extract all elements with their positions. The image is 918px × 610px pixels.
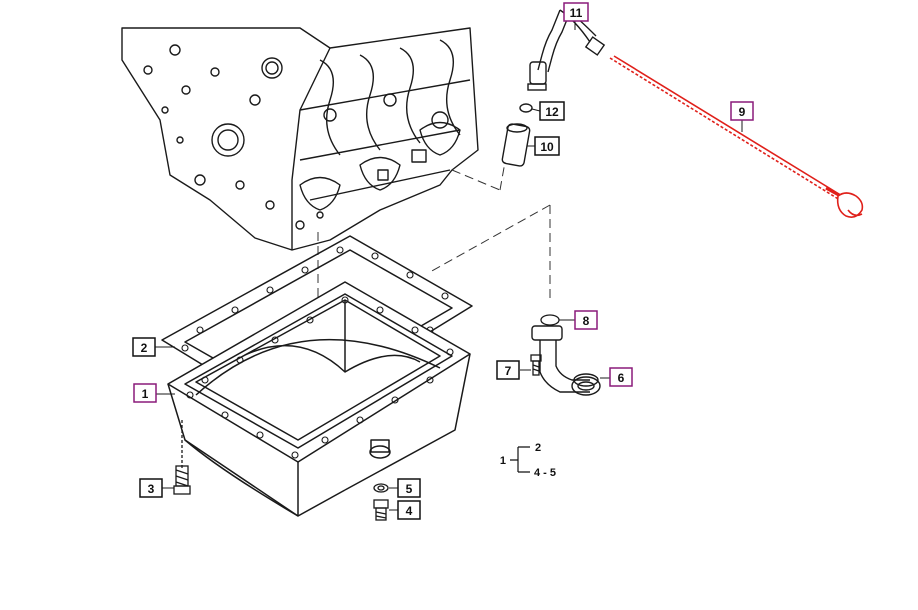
drain-plug-part-4 [373, 499, 389, 521]
callout-label-10: 10 [540, 140, 554, 154]
pan-bolt-part-3 [173, 420, 191, 495]
legend-child-2: 4 - 5 [534, 467, 556, 479]
o-ring-part-8 [540, 314, 560, 326]
callout-9: 9 [730, 101, 754, 121]
leader-lines [155, 20, 743, 511]
callout-label-9: 9 [739, 105, 746, 119]
callout-2: 2 [132, 337, 156, 357]
oil-pan-bolt-holes [186, 296, 454, 459]
oil-strainer-part-6 [531, 325, 601, 396]
assembly-legend: 1 2 4 - 5 [500, 442, 556, 479]
callout-10: 10 [534, 136, 560, 156]
oil-pan-part-1 [167, 281, 471, 517]
callout-12: 12 [539, 101, 565, 121]
strainer-bolt-part-7 [530, 354, 542, 376]
engine-block [121, 27, 479, 251]
callout-label-3: 3 [148, 482, 155, 496]
tube-adapter-part-10 [501, 123, 531, 167]
callout-label-4: 4 [406, 504, 413, 518]
callout-5: 5 [397, 478, 421, 498]
callout-7: 7 [496, 360, 520, 380]
legend-child-1: 2 [535, 442, 541, 454]
callout-4: 4 [397, 500, 421, 520]
callout-label-5: 5 [406, 482, 413, 496]
legend-bracket [510, 446, 530, 473]
callout-1: 1 [133, 383, 157, 403]
assembly-lines [317, 161, 551, 345]
callout-6: 6 [609, 367, 633, 387]
dipstick-part-9 [609, 55, 864, 218]
washer-part-5 [373, 483, 389, 493]
callout-label-7: 7 [505, 364, 512, 378]
callout-label-2: 2 [141, 341, 148, 355]
o-ring-part-12 [519, 103, 533, 113]
callout-label-6: 6 [618, 371, 625, 385]
callout-label-12: 12 [545, 105, 559, 119]
callout-label-11: 11 [570, 6, 583, 20]
callout-11: 11 [563, 2, 589, 22]
callout-8: 8 [574, 310, 598, 330]
legend-parent: 1 [500, 455, 506, 467]
callout-label-8: 8 [583, 314, 590, 328]
callout-3: 3 [139, 478, 163, 498]
callout-label-1: 1 [142, 387, 149, 401]
